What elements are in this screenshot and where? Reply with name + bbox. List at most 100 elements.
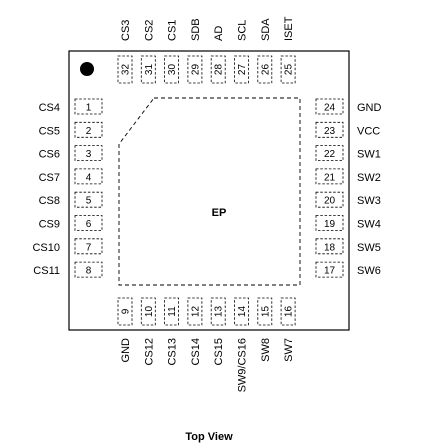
pin-name: ISET [283,16,295,41]
pin-pad [140,297,156,326]
pin-pad [74,145,103,162]
pin-pad [210,297,226,326]
pin-pad [315,98,344,115]
pin-number: 9 [121,308,132,314]
pin-name: CS12 [143,338,155,366]
pin-pad [315,191,344,208]
pin-name: SCL [237,20,249,41]
pin-number: 32 [121,64,132,76]
pin-number: 13 [214,306,225,318]
pin-number: 20 [324,196,336,207]
pin-pad [164,55,180,84]
pin-name: SW7 [283,338,295,362]
pin-4-cs7: 4 CS7 [39,168,103,185]
pin-name: SW8 [260,338,272,362]
pin-pad [257,297,273,326]
pin-name: SW5 [357,242,381,254]
pin-name: SW6 [357,265,381,277]
pin-number: 2 [86,126,92,137]
pin-number: 30 [167,64,178,76]
pin-number: 27 [237,64,248,76]
pin-name: CS13 [167,338,179,366]
pin-pad [140,55,156,84]
pin-pad [117,297,133,326]
pin-number: 7 [86,242,92,253]
pin-name: AD [213,26,225,41]
pin-name: CS1 [167,20,179,41]
pin-number: 29 [190,64,201,76]
pin-17-sw6: 17 SW6 [315,261,381,278]
pin-pad [315,238,344,255]
pin-number: 10 [144,306,155,318]
pin-18-sw5: 18 SW5 [315,238,381,255]
pin-number: 3 [86,149,92,160]
pin-name: CS9 [39,219,60,231]
pin-number: 15 [260,306,271,318]
pin-name: CS2 [143,20,155,41]
pin-name: CS3 [120,20,132,41]
pin-number: 16 [284,306,295,318]
pin-6-cs9: 6 CS9 [39,215,103,231]
pin1-marker-dot [80,62,94,76]
pin-pad [164,297,180,326]
pin-5-cs8: 5 CS8 [39,191,103,208]
pin-19-sw4: 19 SW4 [315,215,381,231]
pin-29-sdb: 29 SDB [187,18,203,84]
view-title: Top View [185,431,233,443]
pin-number: 5 [86,196,92,207]
pin-number: 4 [86,172,92,183]
pin-pad [234,55,249,84]
pin-name: GND [357,102,382,114]
pin-number: 17 [324,266,336,277]
pin-pad [234,297,249,326]
pin-pad [74,121,103,138]
pin-pad [315,215,344,231]
pin-pad [187,55,203,84]
pin-number: 14 [237,306,248,318]
pin-name: GND [120,338,132,363]
pin-name: CS4 [39,102,60,114]
pin-pad [74,261,103,278]
exposed-pad-outline [118,97,301,286]
pin-32-cs3: 32 CS3 [117,20,133,84]
pin-pad [210,55,226,84]
pin-name: CS15 [213,338,225,366]
pin-pad [74,215,103,231]
bottom-pin-group: 9GND10CS1211CS1312CS1413CS1514SW9/CS1615… [117,297,296,392]
pin-name: CS7 [39,172,60,184]
exposed-pad-label: EP [212,207,227,219]
pin-number: 19 [324,219,336,230]
pin-name: CS10 [32,242,60,254]
pin-name: SW9/CS16 [237,338,249,392]
package-body [68,50,350,331]
pin-name: SW4 [357,219,381,231]
pin-pad [74,191,103,208]
pin-pad [257,55,273,84]
pin-number: 21 [324,172,336,183]
pin-name: CS11 [33,265,60,277]
pin-number: 18 [324,242,336,253]
pin-30-cs1: 30 CS1 [164,20,180,84]
pin-name: SDB [190,18,202,41]
pin-name: CS8 [39,195,60,207]
pin-number: 6 [86,219,92,230]
